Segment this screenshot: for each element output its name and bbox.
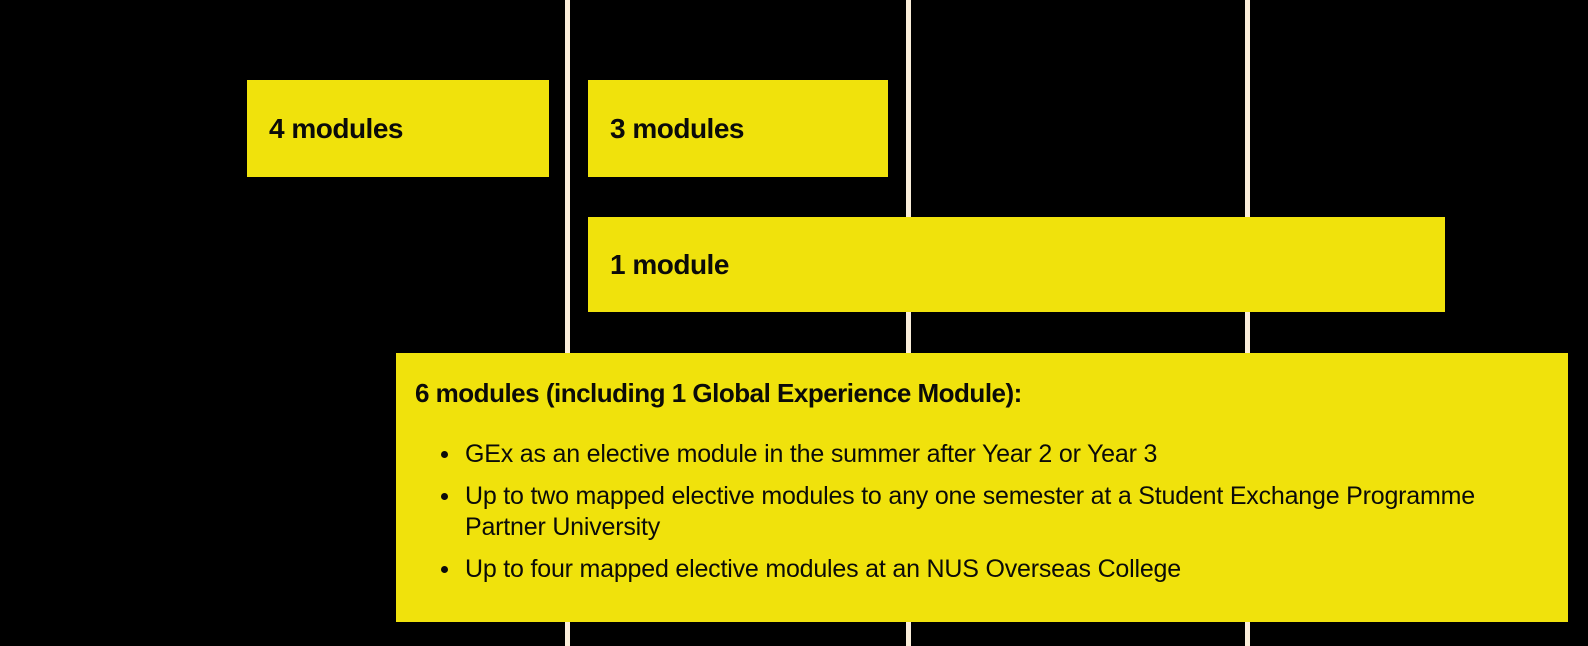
list-item: Up to two mapped elective modules to any… — [441, 481, 1540, 543]
list-item: GEx as an elective module in the summer … — [441, 439, 1540, 470]
column-divider — [565, 0, 570, 646]
bullet-icon — [441, 451, 448, 458]
column-divider — [906, 0, 911, 646]
summary-box: 6 modules (including 1 Global Experience… — [396, 353, 1568, 622]
bullet-icon — [441, 566, 448, 573]
list-item: Up to four mapped elective modules at an… — [441, 554, 1540, 585]
bullet-text: Up to four mapped elective modules at an… — [465, 555, 1181, 583]
module-count-box-4-modules: 4 modules — [247, 80, 549, 177]
bullet-icon — [441, 493, 448, 500]
summary-bullet-list: GEx as an elective module in the summer … — [441, 439, 1540, 585]
module-count-box-1-module: 1 module — [588, 217, 1445, 312]
bullet-text: GEx as an elective module in the summer … — [465, 440, 1158, 468]
module-count-label: 4 modules — [269, 112, 403, 144]
bullet-text: Up to two mapped elective modules to any… — [465, 482, 1475, 541]
module-count-label: 3 modules — [610, 112, 744, 144]
summary-title: 6 modules (including 1 Global Experience… — [415, 378, 1022, 408]
column-divider — [1245, 0, 1250, 646]
module-count-box-3-modules: 3 modules — [588, 80, 888, 177]
module-count-label: 1 module — [610, 248, 729, 280]
